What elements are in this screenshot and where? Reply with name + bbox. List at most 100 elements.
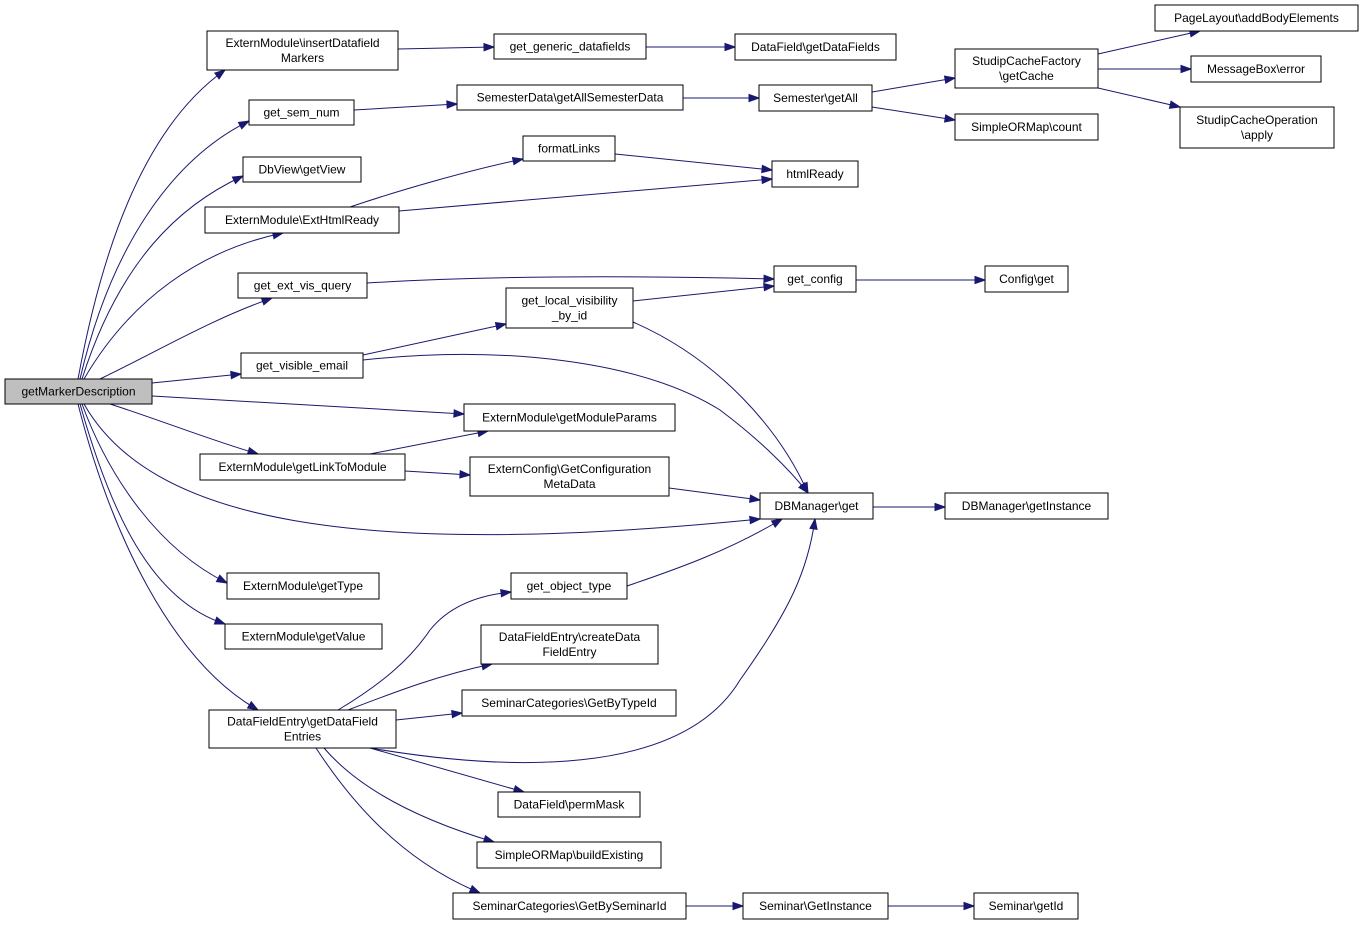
function-node[interactable]: SimpleORMap\count [954, 113, 1099, 141]
node-box [226, 572, 380, 600]
call-edge-n29-n36 [1097, 87, 1181, 108]
function-node[interactable]: ExternModule\getType [226, 572, 380, 600]
call-edge-n29-n34 [1097, 30, 1201, 55]
arrowhead-n10-n19 [451, 709, 464, 719]
node-label: get_sem_num [263, 106, 339, 120]
node-label: DataFieldEntry\getDataField [227, 715, 378, 729]
node-label: Entries [284, 730, 321, 744]
arrowhead-n14-n26 [763, 282, 776, 292]
node-box [771, 160, 859, 188]
function-node[interactable]: Config\get [984, 265, 1069, 293]
call-edge-n10-n17 [337, 591, 512, 711]
call-edge-n24-n29 [871, 77, 956, 93]
arrowhead-n0-n15 [453, 409, 466, 418]
function-node[interactable]: DataField\getDataFields [734, 33, 897, 61]
node-label: ExternModule\insertDatafield [225, 36, 379, 50]
node-label: MetaData [543, 477, 595, 491]
function-node[interactable]: SimpleORMap\buildExisting [476, 841, 662, 869]
function-node[interactable]: Seminar\GetInstance [742, 892, 889, 920]
function-node[interactable]: get_local_visibility_by_id [505, 287, 634, 329]
node-label: SeminarCategories\GetBySeminarId [472, 899, 666, 913]
call-edge-n0-n2 [79, 120, 250, 380]
function-node[interactable]: SeminarCategories\GetBySeminarId [452, 892, 687, 920]
node-box [773, 265, 857, 293]
node-label: DBManager\getInstance [962, 499, 1092, 513]
arrowhead-n4-n25 [761, 175, 774, 185]
node-box [4, 378, 153, 405]
function-node[interactable]: StudipCacheFactory\getCache [954, 48, 1099, 89]
node-box [493, 33, 647, 60]
call-edge-n14-n26 [632, 285, 775, 302]
node-label: DataField\getDataFields [751, 40, 880, 54]
node-label: formatLinks [538, 142, 600, 156]
arrowhead-n0-n8 [215, 574, 229, 584]
node-box [461, 689, 677, 717]
function-node[interactable]: ExternModule\getValue [224, 623, 383, 650]
node-label: Seminar\getId [989, 899, 1064, 913]
node-label: \apply [1241, 128, 1273, 142]
node-box [510, 572, 628, 600]
arrowhead-n4-n13 [511, 156, 525, 166]
arrowhead-n0-n2 [237, 120, 251, 130]
node-label: PageLayout\addBodyElements [1174, 11, 1339, 25]
node-box [208, 709, 397, 749]
node-box [497, 791, 641, 818]
function-node[interactable]: get_visible_email [240, 352, 364, 379]
arrowhead-n29-n35 [1180, 64, 1193, 74]
function-node[interactable]: Seminar\getId [973, 892, 1079, 920]
node-label: ExternModule\getModuleParams [482, 411, 657, 425]
call-edge-n0-n10 [77, 403, 259, 711]
call-edge-n0-n27 [83, 403, 761, 536]
function-node[interactable]: get_sem_num [248, 99, 355, 126]
root-function-node[interactable]: getMarkerDescription [4, 378, 153, 405]
function-node[interactable]: PageLayout\addBodyElements [1154, 4, 1359, 32]
function-node[interactable]: SemesterData\getAllSemesterData [456, 84, 684, 111]
call-edge-n7-n16 [404, 470, 471, 476]
arrowhead-n13-n25 [761, 164, 774, 174]
function-node[interactable]: get_config [773, 265, 857, 293]
arrowhead-n10-n17 [500, 588, 513, 598]
function-node[interactable]: SeminarCategories\GetByTypeId [461, 689, 677, 717]
node-box [944, 492, 1109, 520]
arrowhead-n28-n33 [963, 901, 976, 911]
node-box [456, 84, 684, 111]
call-edge-n0-n15 [151, 395, 465, 415]
node-label: get_config [787, 272, 842, 286]
node-box [204, 206, 400, 234]
function-node[interactable]: DbView\getView [242, 156, 362, 183]
node-label: DBManager\get [774, 499, 859, 513]
function-node[interactable]: get_ext_vis_query [237, 272, 368, 299]
function-node[interactable]: formatLinks [522, 135, 616, 162]
function-node[interactable]: DBManager\getInstance [944, 492, 1109, 520]
call-edge-n10-n19 [395, 712, 463, 721]
function-node[interactable]: DBManager\get [759, 492, 874, 520]
call-nodes: getMarkerDescription ExternModule\insertD… [4, 4, 1359, 920]
function-node[interactable]: Semester\getAll [758, 84, 873, 112]
node-box [1190, 55, 1322, 83]
node-box [452, 892, 687, 920]
call-edge-n10-n22 [315, 747, 481, 894]
arrowhead-n14-n27 [799, 481, 809, 495]
function-node[interactable]: ExternModule\getModuleParams [463, 403, 676, 432]
function-node[interactable]: get_generic_datafields [493, 33, 647, 60]
node-box [463, 403, 676, 432]
call-edge-n1-n11 [397, 46, 495, 50]
node-label: ExternModule\ExtHtmlReady [225, 213, 379, 227]
node-label: StudipCacheOperation [1196, 113, 1317, 127]
function-node[interactable]: htmlReady [771, 160, 859, 188]
node-box [758, 84, 873, 112]
function-node[interactable]: StudipCacheOperation\apply [1179, 106, 1335, 149]
function-node[interactable]: ExternModule\ExtHtmlReady [204, 206, 400, 234]
function-node[interactable]: DataField\permMask [497, 791, 641, 818]
node-box [759, 492, 874, 520]
call-edge-n0-n3 [81, 175, 244, 380]
function-node[interactable]: get_object_type [510, 572, 628, 600]
function-node[interactable]: ExternModule\getLinkToModule [199, 453, 406, 481]
function-node[interactable]: MessageBox\error [1190, 55, 1322, 83]
node-box [1154, 4, 1359, 32]
call-edge-n4-n13 [349, 158, 524, 208]
